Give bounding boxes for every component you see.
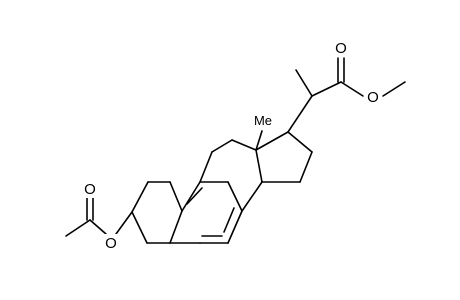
ester-ether-oxygen: O: [366, 88, 380, 106]
bond: [255, 131, 289, 151]
bond: [169, 181, 183, 212]
methyl-label: Me: [252, 111, 274, 128]
bond: [227, 181, 243, 212]
bond: [115, 211, 133, 235]
bond: [340, 81, 364, 97]
bond: [181, 181, 201, 212]
bond: [241, 181, 263, 212]
bond: [299, 151, 313, 183]
bond: [382, 81, 406, 97]
bond: [311, 81, 342, 97]
bond: [131, 181, 149, 213]
double-bond: [186, 187, 203, 205]
atom-label: O: [335, 40, 347, 57]
bond: [199, 151, 213, 183]
bond: [255, 130, 263, 151]
ester-carbonyl-oxygen: O: [334, 39, 348, 57]
bond: [295, 69, 313, 97]
double-bond: [223, 207, 235, 233]
bond: [131, 211, 148, 244]
bond: [231, 139, 257, 151]
bond: [227, 210, 243, 244]
atom-label: O: [367, 89, 379, 106]
bonds: [65, 57, 406, 244]
bond: [211, 139, 233, 153]
bond: [169, 210, 183, 244]
bond: [287, 95, 313, 133]
atom-label: O: [105, 235, 117, 252]
bond: [65, 219, 91, 237]
bond: [255, 149, 263, 183]
acetate-carbonyl-oxygen: O: [83, 180, 97, 198]
acetate-ether-oxygen: O: [104, 234, 118, 252]
atom-label: O: [84, 181, 96, 198]
bond: [287, 131, 313, 153]
bond: [89, 219, 107, 235]
atom-labels: O O O O Me: [83, 39, 380, 252]
atom-label: Me: [254, 113, 272, 128]
